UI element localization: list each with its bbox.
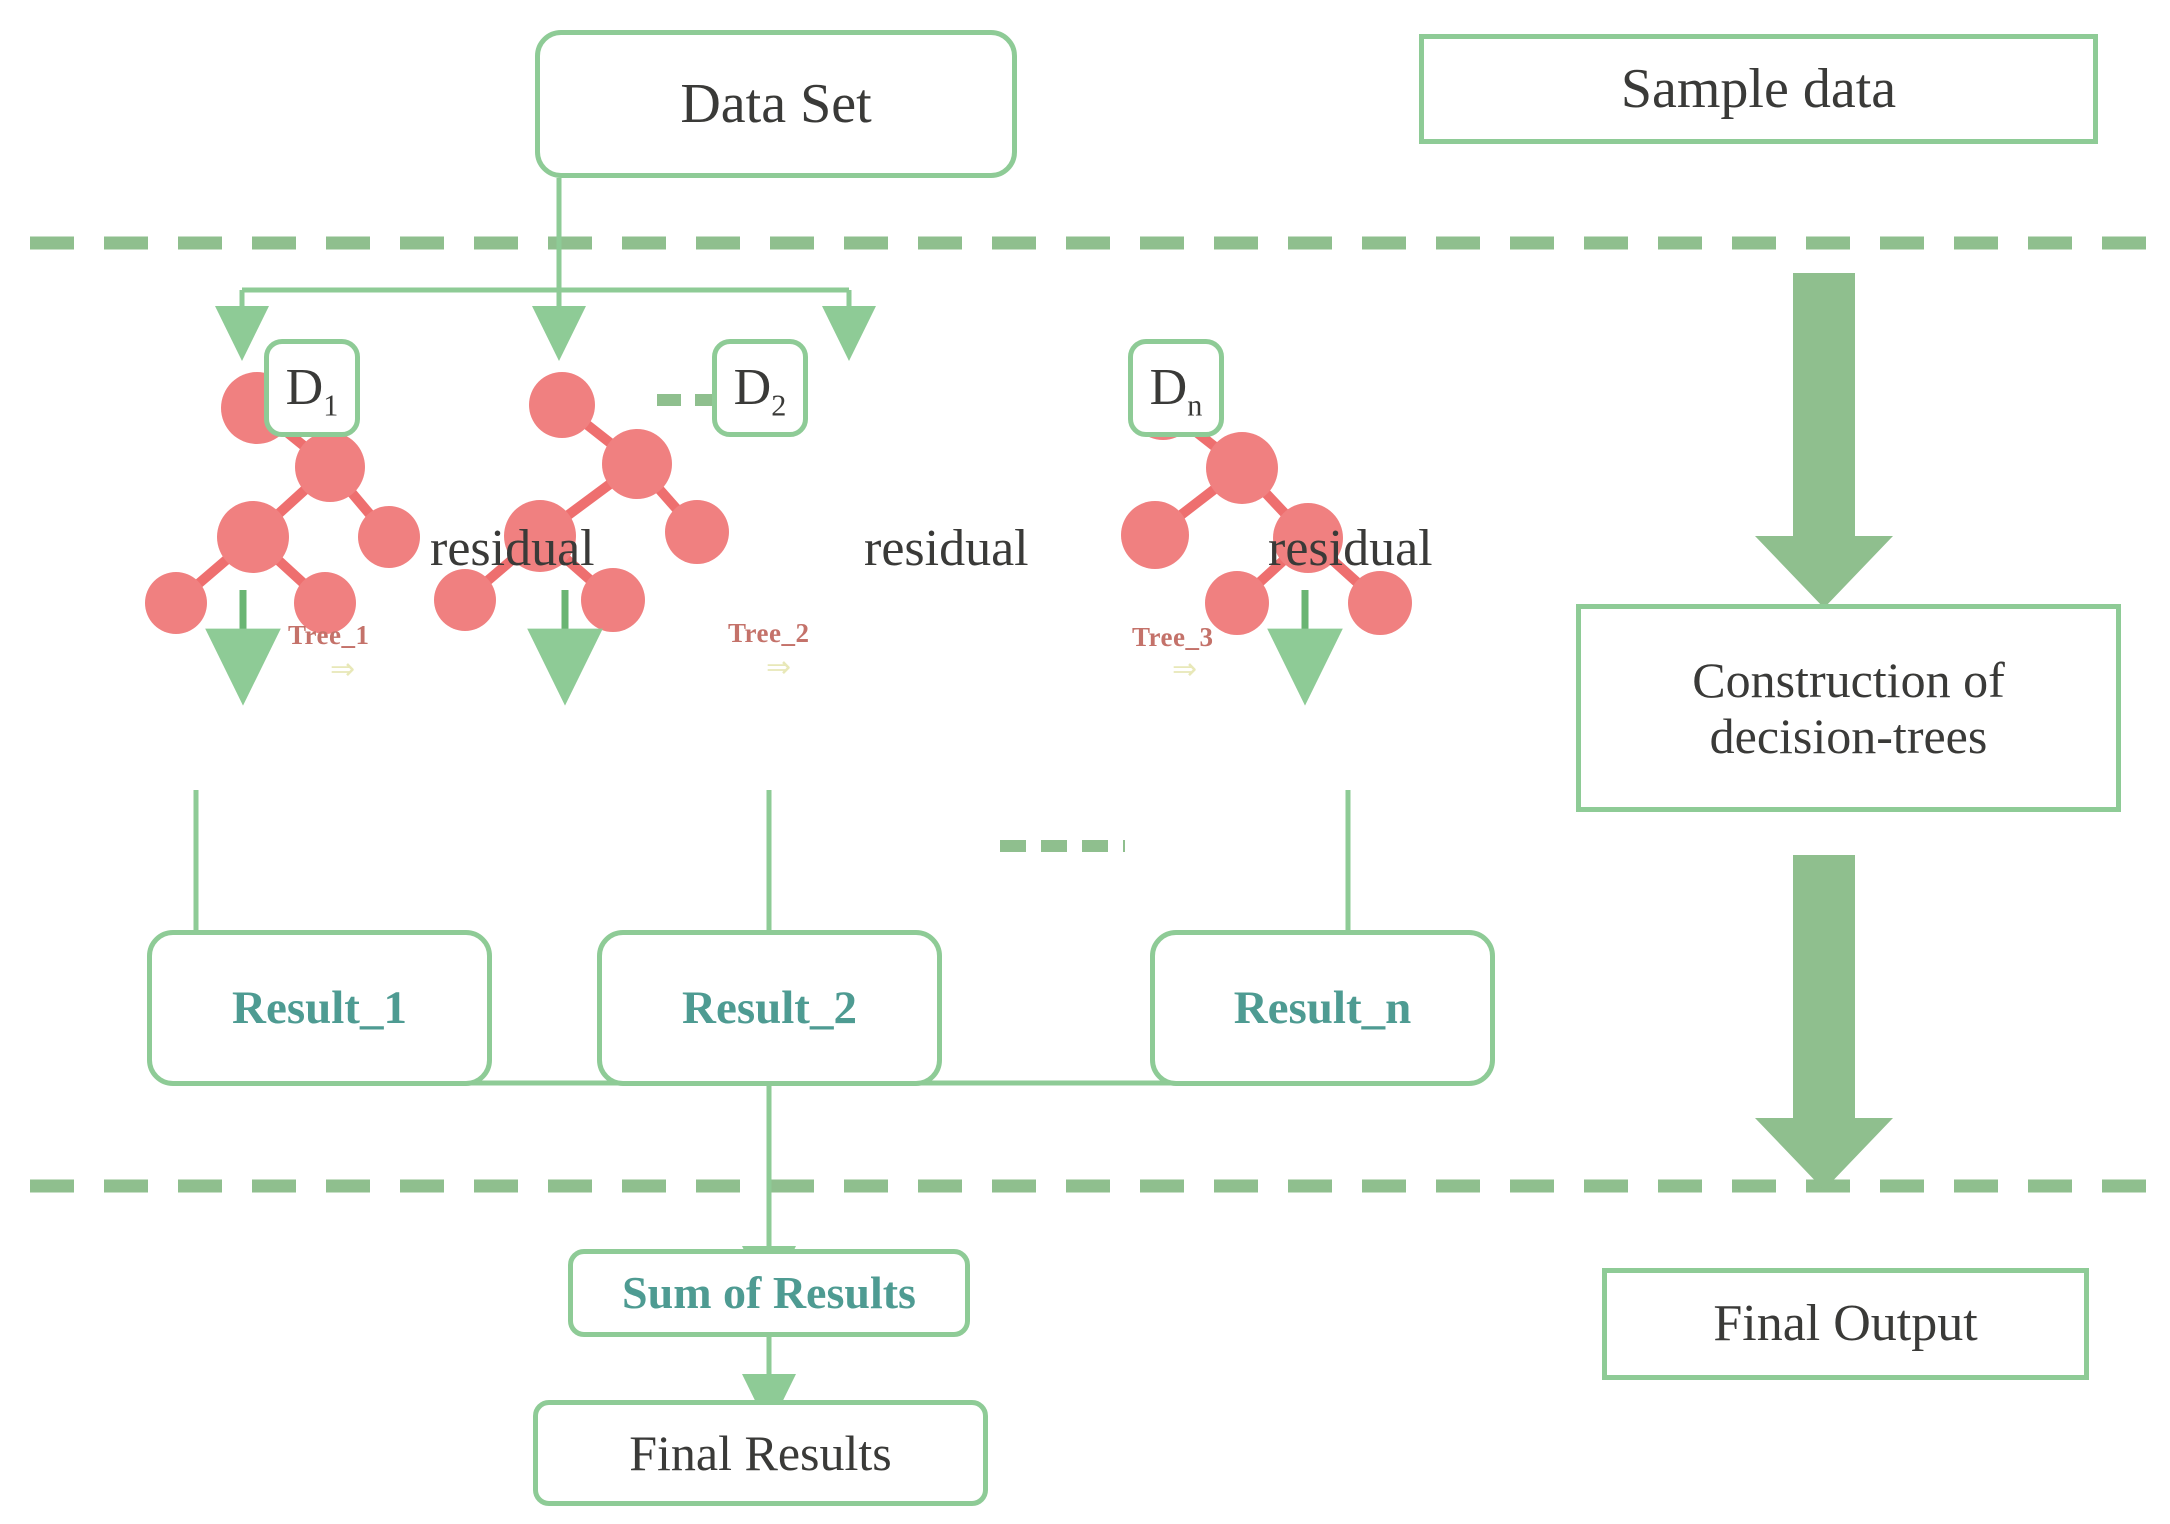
tree-node bbox=[529, 372, 595, 438]
tree-arrow-glyph-2: ⇒ bbox=[766, 651, 792, 684]
tree-name-label-1: Tree_1 bbox=[288, 620, 370, 650]
sample-data-box[interactable]: Sample data bbox=[1419, 34, 2098, 144]
tree-node bbox=[294, 572, 356, 634]
sample-data-label: Sample data bbox=[1620, 57, 1897, 120]
final-output-label: Final Output bbox=[1713, 1294, 1978, 1352]
tree-2-nodes bbox=[434, 372, 729, 632]
tree-node bbox=[1206, 432, 1278, 504]
split-label-d2: D2 bbox=[733, 358, 787, 423]
split-label-d1: D1 bbox=[285, 358, 339, 423]
block-arrow-sample-to-construction bbox=[1755, 273, 1893, 608]
split-box-d2[interactable]: D2 bbox=[712, 339, 808, 437]
data-set-box[interactable]: Data Set bbox=[535, 30, 1017, 178]
construction-of-decision-trees-box[interactable]: Construction of decision-trees bbox=[1576, 604, 2121, 812]
sum-of-results-label: Sum of Results bbox=[622, 1267, 916, 1319]
result-box-2[interactable]: Result_2 bbox=[597, 930, 942, 1086]
final-results-box[interactable]: Final Results bbox=[533, 1400, 988, 1506]
tree-node bbox=[581, 568, 645, 632]
result-label-2: Result_2 bbox=[682, 981, 857, 1034]
construction-label-line1: Construction of bbox=[1692, 652, 2005, 708]
tree-node bbox=[1348, 571, 1412, 635]
final-results-label: Final Results bbox=[629, 1425, 892, 1481]
tree-node bbox=[434, 569, 496, 631]
tree-node bbox=[1205, 571, 1269, 635]
tree-node bbox=[217, 501, 289, 573]
tree-node bbox=[1121, 501, 1189, 569]
tree-node bbox=[602, 429, 672, 499]
tree-node bbox=[295, 432, 365, 502]
split-label-dn: Dn bbox=[1149, 358, 1203, 423]
sum-of-results-box[interactable]: Sum of Results bbox=[568, 1249, 970, 1337]
tree-node bbox=[504, 500, 576, 572]
tree-name-label-2: Tree_2 bbox=[728, 618, 810, 648]
result-box-n[interactable]: Result_n bbox=[1150, 930, 1495, 1086]
block-arrow-construction-to-output bbox=[1755, 855, 1893, 1190]
tree-1-edges bbox=[172, 404, 393, 607]
result-label-1: Result_1 bbox=[232, 981, 407, 1034]
split-box-d1[interactable]: D1 bbox=[264, 339, 360, 437]
tree-node bbox=[665, 500, 729, 564]
residual-label-tree-2: residual bbox=[864, 520, 1029, 577]
result-label-n: Result_n bbox=[1233, 981, 1412, 1034]
tree-node bbox=[358, 506, 420, 568]
residual-label-tree-3: residual bbox=[1268, 520, 1433, 577]
tree-node bbox=[145, 572, 207, 634]
tree-arrow-glyph-1: ⇒ bbox=[330, 653, 356, 686]
residual-label-tree-1: residual bbox=[430, 520, 595, 577]
tree-name-label-3: Tree_3 bbox=[1132, 622, 1214, 652]
construction-label-line2: decision-trees bbox=[1709, 708, 1988, 764]
data-set-label: Data Set bbox=[680, 72, 872, 135]
tree-arrow-glyph-3: ⇒ bbox=[1172, 653, 1198, 686]
final-output-box[interactable]: Final Output bbox=[1602, 1268, 2089, 1380]
result-box-1[interactable]: Result_1 bbox=[147, 930, 492, 1086]
split-box-dn[interactable]: Dn bbox=[1128, 339, 1224, 437]
tree-node bbox=[1273, 503, 1343, 573]
